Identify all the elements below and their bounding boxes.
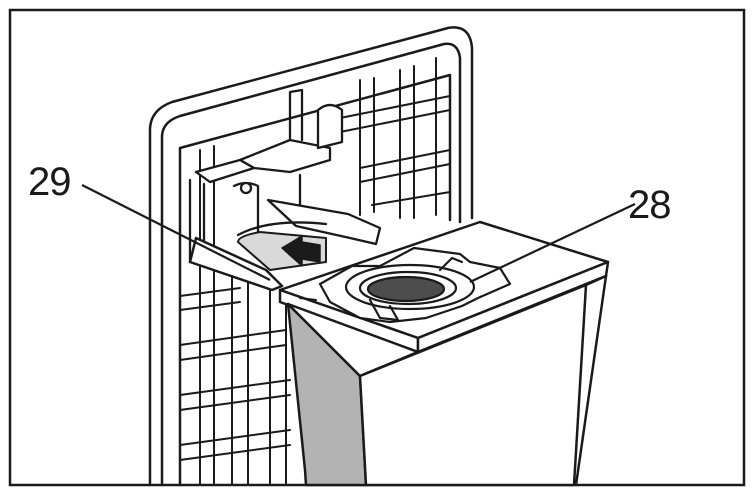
leader-line-28 — [469, 203, 636, 283]
grid-ribs — [179, 57, 451, 486]
water-tank-housing — [148, 26, 610, 487]
leader-line-29 — [81, 184, 271, 281]
lever-assembly — [188, 88, 382, 264]
callout-29: 29 — [28, 160, 71, 204]
filter-valve — [318, 246, 512, 324]
direction-arrow — [281, 235, 321, 267]
callout-28: 28 — [628, 183, 671, 227]
